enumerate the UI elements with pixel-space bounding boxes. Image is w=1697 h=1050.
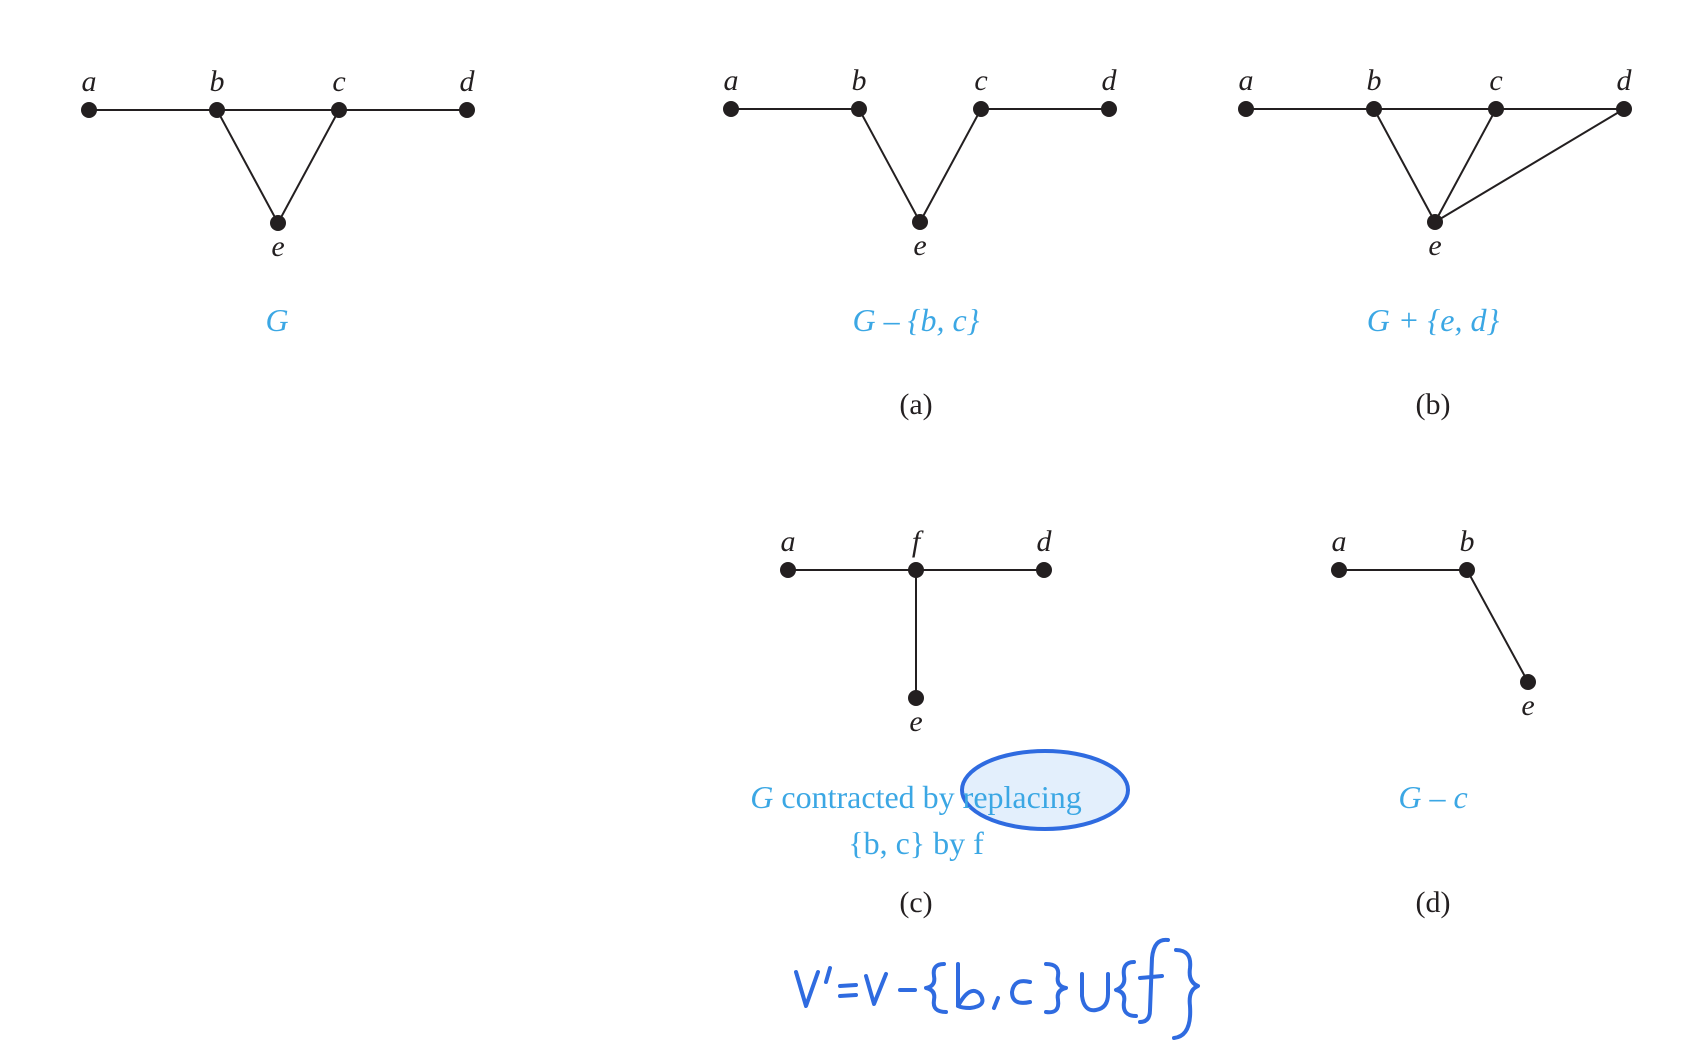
vertex-label-c: c	[332, 65, 345, 98]
vertex-label-d: d	[1617, 64, 1633, 97]
sublabel-a: (a)	[899, 388, 932, 421]
caption-a: G – {b, c}	[853, 302, 980, 338]
vertex-a	[1238, 101, 1254, 117]
vertex-label-d: d	[1102, 64, 1118, 97]
vertex-label-a: a	[1332, 525, 1347, 558]
handwritten-annotation	[794, 937, 1200, 1040]
highlight-circle-replacing	[960, 749, 1130, 831]
vertex-label-e: e	[271, 230, 284, 263]
edge-b-e	[1466, 569, 1529, 683]
vertex-label-b: b	[1367, 64, 1382, 97]
vertex-label-e: e	[913, 229, 926, 262]
vertex-label-e: e	[909, 705, 922, 738]
vertex-e	[1520, 674, 1536, 690]
vertex-b	[1366, 101, 1382, 117]
edge-b-e	[216, 109, 279, 224]
edge-c-e	[919, 108, 982, 223]
graph-c: a f d e G contracted by replacing {b, c}…	[750, 525, 1130, 919]
vertex-b	[209, 102, 225, 118]
vertex-label-a: a	[82, 65, 97, 98]
vertex-label-b: b	[1460, 525, 1475, 558]
caption-c-line1: G contracted by replacing	[750, 779, 1081, 815]
vertex-e	[908, 690, 924, 706]
vertex-d	[1036, 562, 1052, 578]
caption-b: G + {e, d}	[1367, 302, 1500, 338]
sublabel-d: (d)	[1416, 886, 1451, 919]
vertex-label-a: a	[1239, 64, 1254, 97]
sublabel-b: (b)	[1416, 388, 1451, 421]
vertex-d	[1101, 101, 1117, 117]
vertex-label-a: a	[781, 525, 796, 558]
vertex-label-e: e	[1428, 229, 1441, 262]
vertex-e	[912, 214, 928, 230]
vertex-label-f: f	[912, 525, 924, 558]
vertex-b	[1459, 562, 1475, 578]
vertex-label-e: e	[1521, 689, 1534, 722]
vertex-a	[723, 101, 739, 117]
vertex-a	[1331, 562, 1347, 578]
graph-a: a b c d e G – {b, c} (a)	[723, 64, 1118, 421]
edge-b-e	[1373, 108, 1436, 223]
vertex-c	[1488, 101, 1504, 117]
graph-d: a b e G – c (d)	[1331, 525, 1536, 919]
vertex-f	[908, 562, 924, 578]
vertex-e	[1427, 214, 1443, 230]
graph-b: a b c d e G + {e, d} (b)	[1238, 64, 1633, 421]
edge-c-e	[277, 109, 340, 224]
vertex-label-c: c	[1489, 64, 1502, 97]
vertex-d	[1616, 101, 1632, 117]
vertex-label-d: d	[1037, 525, 1053, 558]
vertex-b	[851, 101, 867, 117]
caption-d: G – c	[1398, 779, 1467, 815]
sublabel-c: (c)	[899, 886, 932, 919]
vertex-a	[81, 102, 97, 118]
edge-c-e	[1434, 108, 1497, 223]
vertex-d	[459, 102, 475, 118]
vertex-a	[780, 562, 796, 578]
vertex-label-b: b	[210, 65, 225, 98]
edge-b-e	[858, 108, 921, 223]
vertex-c	[331, 102, 347, 118]
caption-c-line2: {b, c} by f	[848, 825, 984, 861]
caption-G: G	[265, 302, 288, 338]
edge-e-d	[1434, 108, 1625, 223]
vertex-label-a: a	[724, 64, 739, 97]
vertex-e	[270, 215, 286, 231]
vertex-label-c: c	[974, 64, 987, 97]
vertex-label-d: d	[460, 65, 476, 98]
vertex-label-b: b	[852, 64, 867, 97]
vertex-c	[973, 101, 989, 117]
graph-G: a b c d e G	[81, 65, 476, 338]
